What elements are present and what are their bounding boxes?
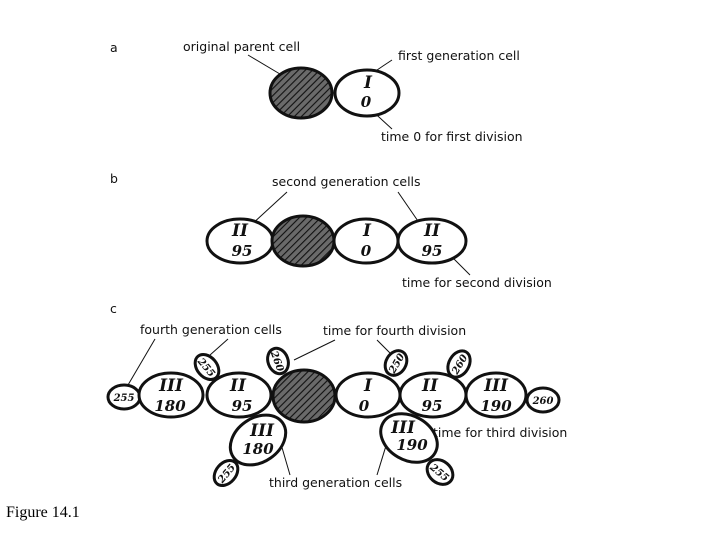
cell-gen: II: [229, 376, 247, 396]
label-third-generation-cells: third generation cells: [269, 475, 402, 490]
label-time-0: time 0 for first division: [381, 129, 523, 144]
cell-time: 190: [480, 397, 512, 415]
second-generation-cell-left: [205, 371, 273, 419]
cell-gen: I: [363, 73, 373, 93]
panel-b-letter: b: [110, 171, 118, 186]
panel-c: c fourth generation cells time for fourt…: [106, 301, 567, 490]
label-second-generation-cells: second generation cells: [272, 174, 421, 189]
third-generation-cell-right: [464, 371, 528, 419]
label-time-fourth-division: time for fourth division: [323, 323, 466, 338]
label-time-third-division: time for third division: [433, 425, 567, 440]
parent-cell: [271, 368, 337, 424]
cell-time: 0: [359, 397, 370, 415]
third-generation-cell-lower-left: [228, 413, 288, 467]
panel-c-letter: c: [110, 301, 117, 316]
label-fourth-generation-cells: fourth generation cells: [140, 322, 282, 337]
leader-second-gen-right: [397, 191, 421, 225]
first-generation-cell: [333, 68, 401, 118]
cell-time: 95: [422, 242, 443, 260]
cell-time: 0: [361, 93, 372, 111]
label-time-second-division: time for second division: [402, 275, 552, 290]
cell-gen: III: [249, 421, 275, 441]
cell-time: 95: [232, 242, 253, 260]
cell-gen: III: [390, 418, 416, 438]
fourth-generation-bud: [446, 349, 472, 379]
label-first-generation-cell: first generation cell: [398, 48, 520, 63]
second-generation-cell-right: [396, 217, 468, 265]
fourth-generation-bud: [425, 458, 455, 486]
panel-a-letter: a: [110, 40, 118, 55]
cell-time: 260: [532, 396, 554, 407]
cell-time: 255: [113, 393, 135, 404]
cell-time: 95: [422, 397, 443, 415]
third-generation-cell-left: [137, 371, 205, 419]
cell-time: 190: [396, 436, 428, 454]
cell-gen: III: [158, 376, 184, 396]
fourth-generation-bud: [266, 346, 290, 376]
fourth-generation-bud: [212, 458, 240, 488]
cell-gen: II: [423, 221, 441, 241]
leader-fourth-gen-right: [209, 338, 229, 356]
leader-fourth-gen-left: [127, 338, 156, 386]
panel-b: b second generation cells time for secon…: [110, 171, 552, 290]
panel-a: a original parent cell first generation …: [110, 39, 523, 144]
figure-caption: Figure 14.1: [6, 504, 80, 521]
cell-time: 180: [242, 440, 274, 458]
cell-time: 0: [361, 242, 372, 260]
third-generation-cell-lower-right: [379, 412, 439, 464]
fourth-generation-cell-far-right: [525, 386, 561, 414]
fourth-generation-bud: [193, 352, 221, 382]
label-original-parent-cell: original parent cell: [183, 39, 300, 54]
leader-time-fourth-left: [293, 339, 336, 361]
cell-gen: II: [231, 221, 249, 241]
cell-gen: II: [421, 376, 439, 396]
parent-cell: [268, 66, 334, 120]
cell-gen: I: [362, 221, 372, 241]
fourth-generation-bud: [383, 349, 409, 377]
parent-cell: [270, 214, 336, 268]
cell-time: 180: [154, 397, 186, 415]
cell-gen: I: [363, 376, 373, 396]
cell-gen: III: [483, 376, 509, 396]
cell-time: 95: [232, 397, 253, 415]
